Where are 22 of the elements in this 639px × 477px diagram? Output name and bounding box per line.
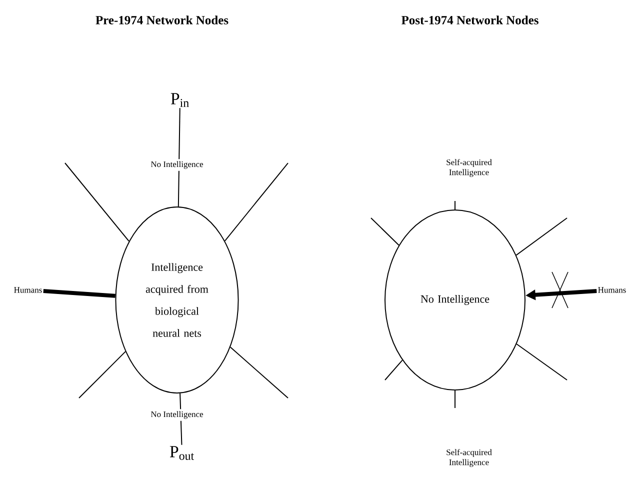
- connector-line: [516, 218, 568, 256]
- source-label: Humans: [14, 287, 42, 293]
- connector-line: [384, 360, 403, 380]
- edge-label: No Intelligence: [148, 409, 206, 421]
- panel-heading: Post-1974 Network Nodes: [401, 16, 538, 24]
- connector-line: [370, 218, 400, 246]
- source-label: Humans: [598, 287, 626, 293]
- edge-label: No Intelligence: [148, 159, 206, 171]
- port-label: P$_{out}$: [170, 446, 194, 460]
- connector-line: [230, 346, 288, 398]
- note-text: Self-acquired Intelligence: [446, 449, 492, 467]
- connector-line: [224, 162, 288, 242]
- port-label: P$_{in}$: [170, 93, 189, 107]
- connector-line: [516, 344, 568, 380]
- connector-line: [178, 108, 180, 208]
- connector-line: [43, 289, 116, 298]
- connector-line: [454, 390, 456, 408]
- connector-line: [78, 351, 126, 398]
- connector-line: [454, 200, 456, 210]
- connector-line: [64, 162, 130, 242]
- note-text: Self-acquired Intelligence: [446, 159, 492, 177]
- panel-heading: Pre-1974 Network Nodes: [96, 16, 228, 24]
